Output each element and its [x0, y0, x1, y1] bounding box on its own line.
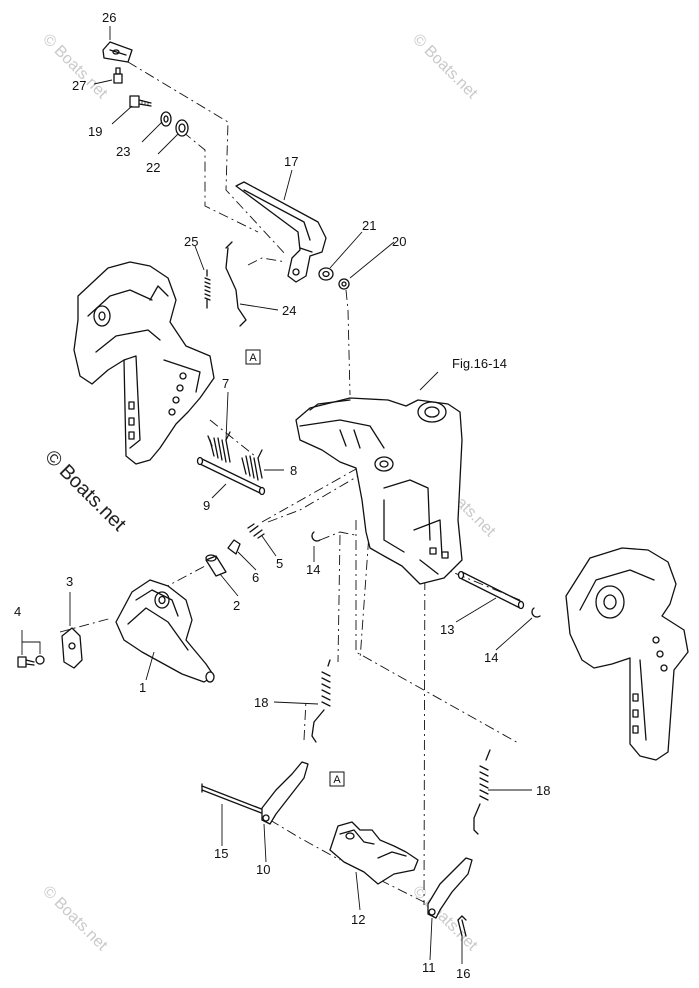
leader-lines [69, 26, 533, 964]
reference-a-bottom-label: A [333, 774, 341, 786]
callout-9: 9 [203, 498, 210, 513]
part-21-bushing [318, 267, 334, 281]
callout-6: 6 [252, 570, 259, 585]
callout-8: 8 [290, 463, 297, 478]
callout-13: 13 [440, 622, 454, 637]
part-8-spring [241, 449, 263, 481]
part-9-shaft [196, 456, 266, 496]
part-7-spring [207, 431, 231, 463]
callout-26: 26 [102, 10, 116, 25]
part-13-shaft [457, 570, 525, 610]
callout-numbers: 26 27 19 23 22 17 21 20 25 24 7 8 9 5 6 … [14, 10, 550, 981]
reference-a-top-label: A [249, 352, 257, 364]
part-10-lever [261, 761, 309, 825]
callout-7: 7 [222, 376, 229, 391]
part-3-plate [61, 627, 83, 669]
part-23-washer [160, 111, 172, 127]
part-6-clip [227, 539, 241, 555]
part-14-circlip-upper [311, 531, 321, 542]
right-clamp-bracket [565, 547, 689, 761]
part-18-spring-right [473, 749, 491, 835]
part-15-rod [201, 783, 265, 815]
reference-box-a-bottom: A [329, 771, 345, 787]
callout-20: 20 [392, 234, 406, 249]
watermark-bottom-left: © Boats.net [39, 883, 111, 955]
part-17-bracket [235, 181, 327, 283]
part-20-washer [338, 278, 350, 290]
callout-4: 4 [14, 604, 21, 619]
callout-25: 25 [184, 234, 198, 249]
callout-23: 23 [116, 144, 130, 159]
callout-22: 22 [146, 160, 160, 175]
part-11-lever [427, 857, 473, 919]
reference-box-a-top: A [245, 349, 261, 365]
watermark-top-right: © Boats.net [409, 31, 481, 103]
part-19-bolt [129, 95, 152, 108]
callout-1: 1 [139, 680, 146, 695]
callout-18-right: 18 [536, 783, 550, 798]
part-16-pin [457, 915, 467, 937]
callout-24: 24 [282, 303, 296, 318]
callout-21: 21 [362, 218, 376, 233]
callout-10: 10 [256, 862, 270, 877]
callout-19: 19 [88, 124, 102, 139]
part-2-pin [205, 554, 227, 577]
callout-27: 27 [72, 78, 86, 93]
callout-12: 12 [351, 912, 365, 927]
part-26-clip [102, 41, 133, 63]
part-22-washer [175, 119, 189, 137]
callout-14-upper: 14 [306, 562, 320, 577]
part-25-spring [204, 269, 211, 309]
callout-3: 3 [66, 574, 73, 589]
callout-2: 2 [233, 598, 240, 613]
callout-11: 11 [422, 960, 436, 975]
callout-17: 17 [284, 154, 298, 169]
part-24-link [225, 241, 247, 327]
part-18-spring-left [311, 659, 331, 743]
callout-18-left: 18 [254, 695, 268, 710]
part-27-nut [113, 67, 123, 84]
part-1-lever [115, 579, 215, 683]
part-14-circlip-lower [531, 607, 541, 618]
left-clamp-bracket [73, 261, 215, 465]
part-12-bracket [329, 821, 419, 885]
callout-5: 5 [276, 556, 283, 571]
watermark-dark: © Boats.net [40, 446, 130, 536]
part-5-spring [247, 523, 265, 539]
callout-15: 15 [214, 846, 228, 861]
callout-14-lower: 14 [484, 650, 498, 665]
callout-16: 16 [456, 966, 470, 981]
figure-reference: Fig.16-14 [452, 356, 507, 371]
swivel-bracket-body [295, 397, 463, 585]
part-4-bolt-set [17, 630, 45, 668]
